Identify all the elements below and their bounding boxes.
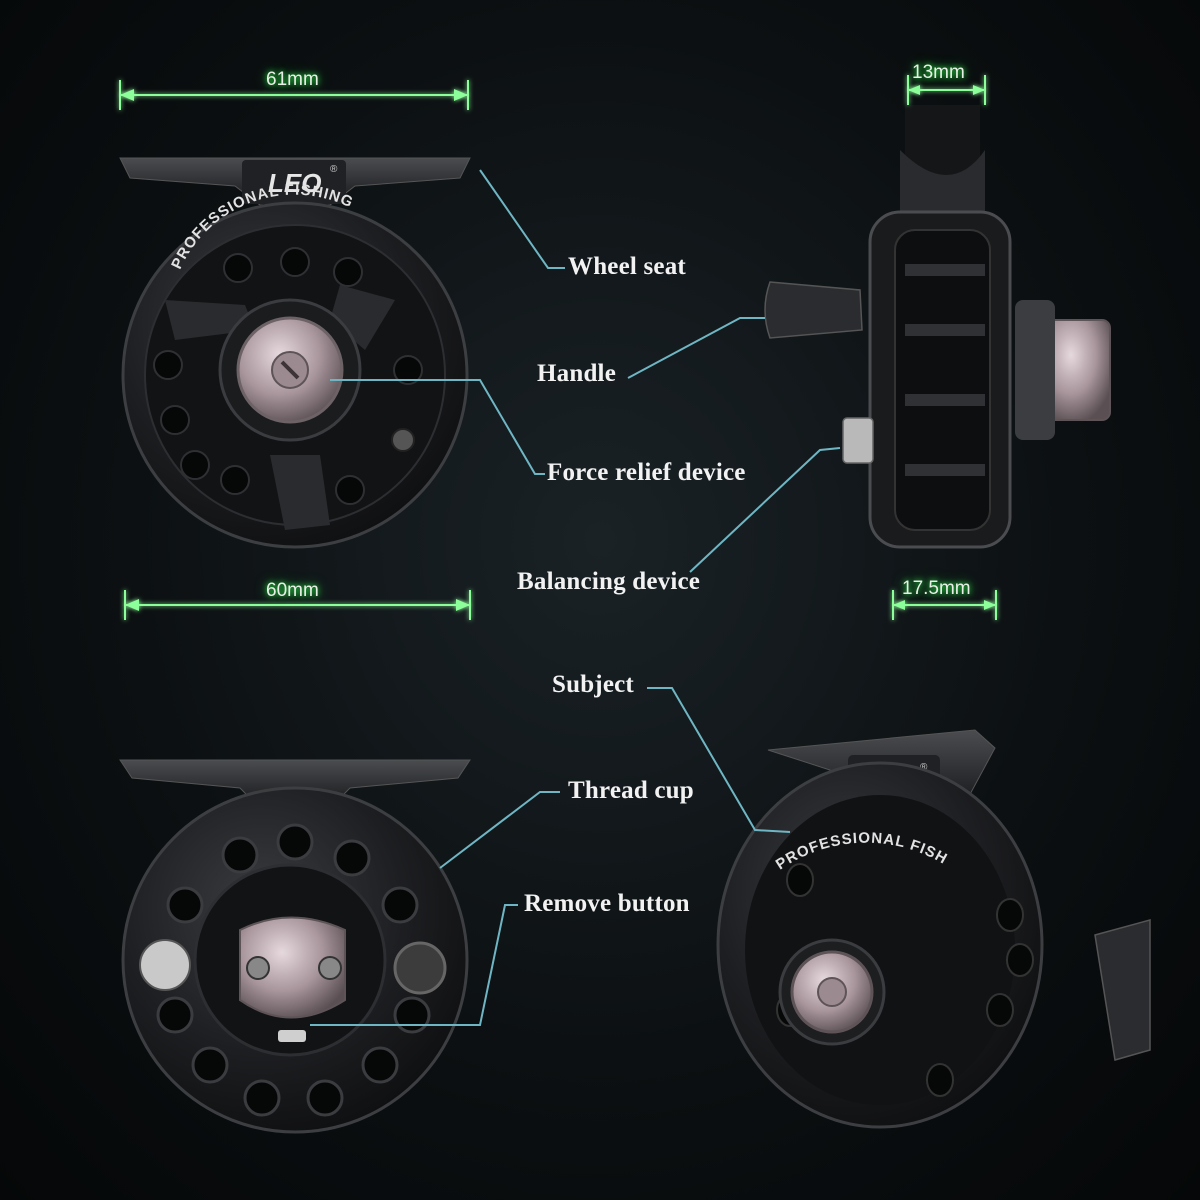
rear-remove-button — [278, 1030, 306, 1042]
callout-wheel-seat: Wheel seat — [568, 253, 686, 280]
side-balancing-stub — [842, 417, 874, 464]
callout-balancing-device: Balancing device — [517, 568, 701, 595]
callout-subject: Subject — [552, 671, 634, 698]
rear-view-reel — [119, 759, 471, 1134]
front-view-reel: LEO ® PROFESSIONAL FISHING — [119, 157, 471, 549]
callout-thread-cup: Thread cup — [568, 777, 694, 804]
side-handle — [764, 281, 863, 339]
rear-plate — [239, 916, 346, 1019]
dimension-front-width-top: 61mm — [266, 69, 319, 90]
callout-remove-button: Remove button — [524, 890, 690, 917]
svg-text:®: ® — [920, 762, 928, 773]
callout-handle: Handle — [537, 360, 616, 387]
dimension-front-width-bottom: 60mm — [266, 580, 319, 601]
leader-lines — [310, 169, 841, 1026]
front-logo: LEO — [268, 168, 321, 198]
dimension-side-top: 13mm — [912, 62, 965, 83]
side-view-reel — [764, 105, 1111, 549]
svg-text:®: ® — [330, 164, 338, 175]
callout-force-relief-device: Force relief device — [547, 459, 746, 486]
dimension-side-bottom: 17.5mm — [902, 578, 971, 599]
